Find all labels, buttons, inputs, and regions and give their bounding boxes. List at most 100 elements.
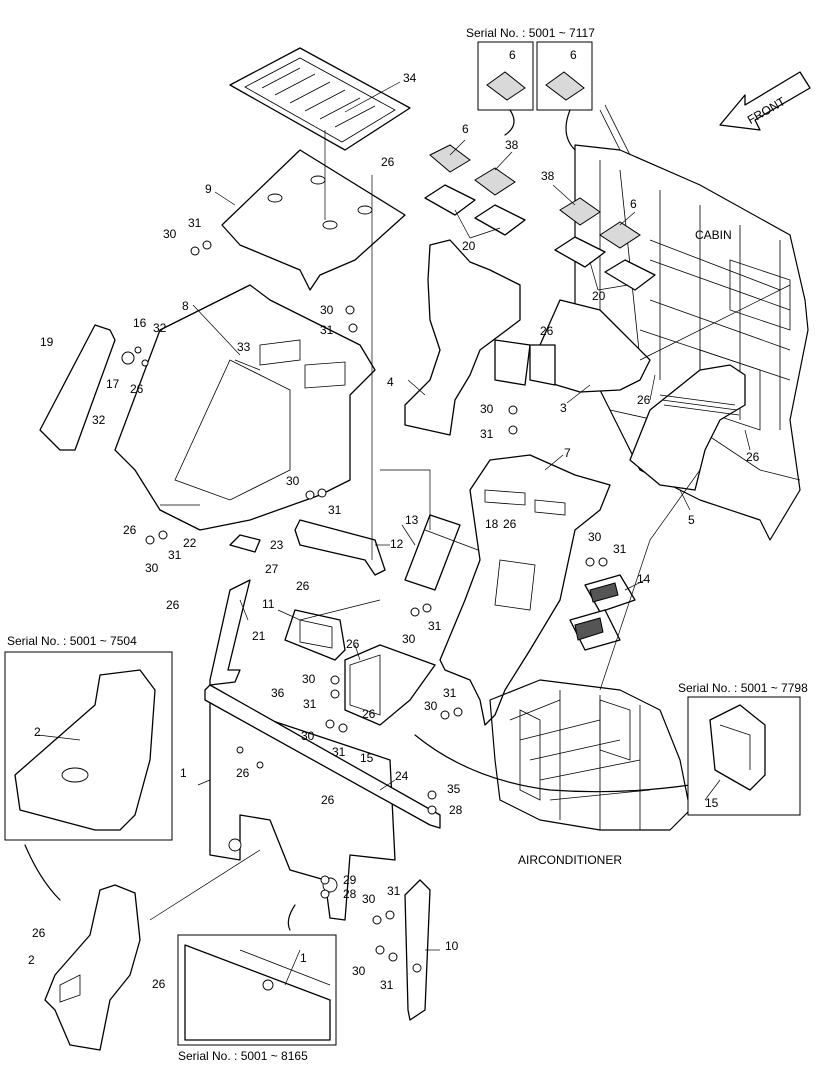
serial-arrow-2 xyxy=(565,109,576,151)
part-14-switches xyxy=(569,574,636,651)
callout-3: 3 xyxy=(560,401,567,415)
callout-26: 26 xyxy=(503,517,517,531)
callout-17: 17 xyxy=(106,377,120,391)
callout-26: 26 xyxy=(166,598,180,612)
callout-8: 8 xyxy=(182,299,189,313)
callout-35: 35 xyxy=(447,782,461,796)
callout-24: 24 xyxy=(395,769,409,783)
callout-31: 31 xyxy=(613,542,627,556)
callout-31: 31 xyxy=(443,686,457,700)
callout-11: 11 xyxy=(262,597,275,611)
callout-1: 1 xyxy=(300,951,307,965)
callout-31: 31 xyxy=(428,619,442,633)
callout-18: 18 xyxy=(485,517,499,531)
part-5-duct xyxy=(629,364,746,491)
callout-26: 26 xyxy=(130,382,144,396)
part-13-plate xyxy=(404,514,461,591)
callout-6: 6 xyxy=(630,197,637,211)
serial-note-top: Serial No. : 5001 ~ 7117 xyxy=(466,26,595,40)
callout-26: 26 xyxy=(637,393,651,407)
serial-box-left xyxy=(4,651,173,841)
callout-30: 30 xyxy=(301,729,315,743)
callout-38: 38 xyxy=(505,138,519,152)
callout-2: 2 xyxy=(28,953,35,967)
part-11-bracket xyxy=(284,609,346,661)
callout-16: 16 xyxy=(133,316,147,330)
callout-26: 26 xyxy=(381,155,395,169)
part-34-mat xyxy=(229,47,411,151)
callout-31: 31 xyxy=(303,697,317,711)
airconditioner-label: AIRCONDITIONER xyxy=(518,853,622,867)
part-9-cover xyxy=(221,149,406,291)
serial-box-bottom xyxy=(177,934,337,1046)
callout-30: 30 xyxy=(320,303,334,317)
part-19-plate xyxy=(39,324,116,451)
callout-30: 30 xyxy=(163,227,177,241)
callout-6: 6 xyxy=(509,48,516,62)
callout-19: 19 xyxy=(40,335,54,349)
front-arrow-icon: FRONT xyxy=(719,71,811,131)
callout-30: 30 xyxy=(402,632,416,646)
callout-30: 30 xyxy=(588,530,602,544)
callout-12: 12 xyxy=(390,537,404,551)
callout-1: 1 xyxy=(180,766,187,780)
callout-26: 26 xyxy=(296,579,310,593)
callout-33: 33 xyxy=(237,340,251,354)
callout-31: 31 xyxy=(380,978,394,992)
serial-note-right: Serial No. : 5001 ~ 7798 xyxy=(678,681,808,695)
part-23-seal xyxy=(229,534,261,553)
callout-2: 2 xyxy=(34,725,41,739)
callout-30: 30 xyxy=(352,964,366,978)
callout-32: 32 xyxy=(92,413,106,427)
part-8-panel xyxy=(114,284,376,531)
callout-15: 15 xyxy=(705,796,719,810)
callout-26: 26 xyxy=(321,793,335,807)
part-3-duct xyxy=(529,299,651,393)
callout-10: 10 xyxy=(445,939,459,953)
callout-31: 31 xyxy=(188,216,202,230)
part-17-knob xyxy=(121,351,135,365)
serial-note-bottom: Serial No. : 5001 ~ 8165 xyxy=(178,1049,308,1063)
callout-20: 20 xyxy=(592,289,606,303)
serial-note-left: Serial No. : 5001 ~ 7504 xyxy=(7,634,137,648)
part-21-pipe xyxy=(209,579,251,686)
callout-30: 30 xyxy=(480,402,494,416)
callout-29: 29 xyxy=(343,873,357,887)
serial-arrow-bottom xyxy=(287,904,296,931)
part-24-rail xyxy=(204,684,441,829)
callout-28: 28 xyxy=(343,887,357,901)
callout-31: 31 xyxy=(168,548,182,562)
part-2-duct-lower xyxy=(44,884,141,1051)
callout-31: 31 xyxy=(387,884,401,898)
fasteners xyxy=(134,240,608,962)
callout-32: 32 xyxy=(153,321,167,335)
callout-30: 30 xyxy=(145,561,159,575)
serial-box-top-right xyxy=(536,41,593,111)
callout-6: 6 xyxy=(570,48,577,62)
callout-26: 26 xyxy=(746,450,760,464)
callout-20: 20 xyxy=(462,239,476,253)
callout-26: 26 xyxy=(540,324,554,338)
callout-14: 14 xyxy=(637,572,651,586)
callout-15: 15 xyxy=(360,751,374,765)
callout-6: 6 xyxy=(462,122,469,136)
serial-box-right xyxy=(687,696,801,816)
part-4-duct xyxy=(404,239,531,436)
callout-30: 30 xyxy=(286,474,300,488)
part-15-bracket xyxy=(344,644,436,726)
callout-34: 34 xyxy=(403,71,417,85)
callout-31: 31 xyxy=(328,503,342,517)
callout-30: 30 xyxy=(362,892,376,906)
callout-30: 30 xyxy=(302,672,316,686)
callout-7: 7 xyxy=(564,446,571,460)
callouts: 34 26 9 31 30 Serial No. : 5001 ~ 7117 6… xyxy=(7,26,808,1063)
callout-26: 26 xyxy=(152,977,166,991)
callout-26: 26 xyxy=(32,926,46,940)
part-7-console xyxy=(439,454,611,726)
part-10-plate xyxy=(404,879,431,1021)
callout-26: 26 xyxy=(123,523,137,537)
airconditioner-unit xyxy=(414,679,691,831)
callout-31: 31 xyxy=(320,323,334,337)
callout-26: 26 xyxy=(362,707,376,721)
